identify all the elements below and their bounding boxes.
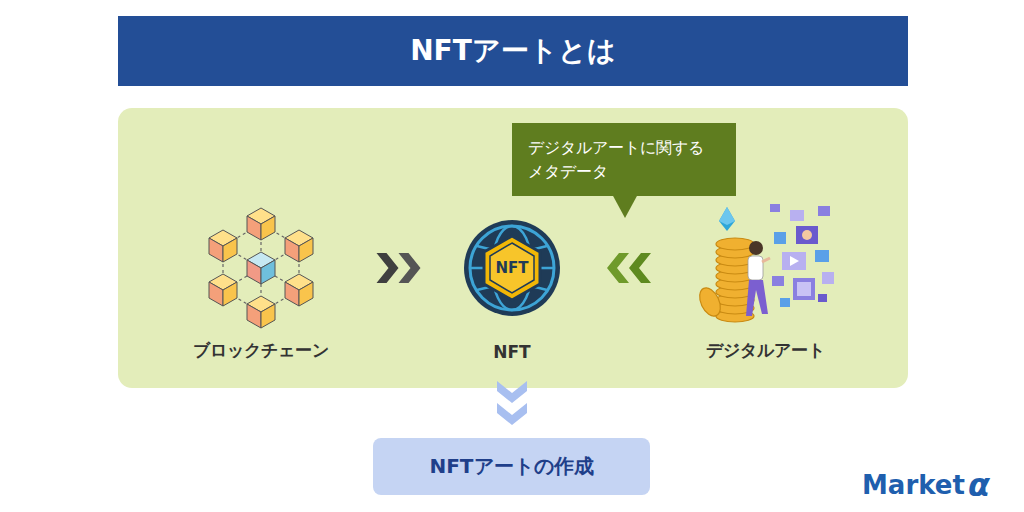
node-text: ブロックチェーン bbox=[193, 339, 329, 362]
logo-text: Market bbox=[862, 470, 965, 500]
chevron-connector bbox=[377, 253, 421, 283]
node-text: デジタルアートに関する メタデータ bbox=[528, 136, 720, 184]
title-text: NFTアートとは bbox=[410, 32, 616, 70]
panel bbox=[118, 108, 908, 388]
blockchain-node: ブロックチェーン bbox=[179, 200, 343, 364]
chevron bbox=[607, 253, 629, 283]
title-band: NFTアートとは bbox=[118, 16, 908, 86]
chevron-connector bbox=[607, 253, 651, 283]
callout-pointer bbox=[612, 194, 638, 218]
nft-globe-icon bbox=[464, 220, 560, 316]
chevron-connector bbox=[497, 381, 527, 425]
logo-mark: α bbox=[968, 466, 990, 504]
digital-art-node: デジタルアート bbox=[688, 200, 842, 364]
node-text: NFTアートの作成 bbox=[429, 453, 593, 480]
chevron bbox=[399, 253, 421, 283]
icon-text: NFT bbox=[495, 259, 528, 277]
chevron bbox=[377, 253, 399, 283]
chevron bbox=[497, 403, 527, 425]
callout-box: デジタルアートに関する メタデータ bbox=[512, 123, 736, 196]
chevron bbox=[629, 253, 651, 283]
node-text: NFT bbox=[493, 342, 530, 362]
result-box: NFTアートの作成 bbox=[373, 438, 650, 495]
node-text: デジタルアート bbox=[706, 339, 825, 362]
nft-node: NFT bbox=[450, 200, 574, 364]
blockchain-icon bbox=[209, 208, 313, 328]
digital-art-icon bbox=[696, 204, 834, 322]
chevron bbox=[497, 381, 527, 403]
